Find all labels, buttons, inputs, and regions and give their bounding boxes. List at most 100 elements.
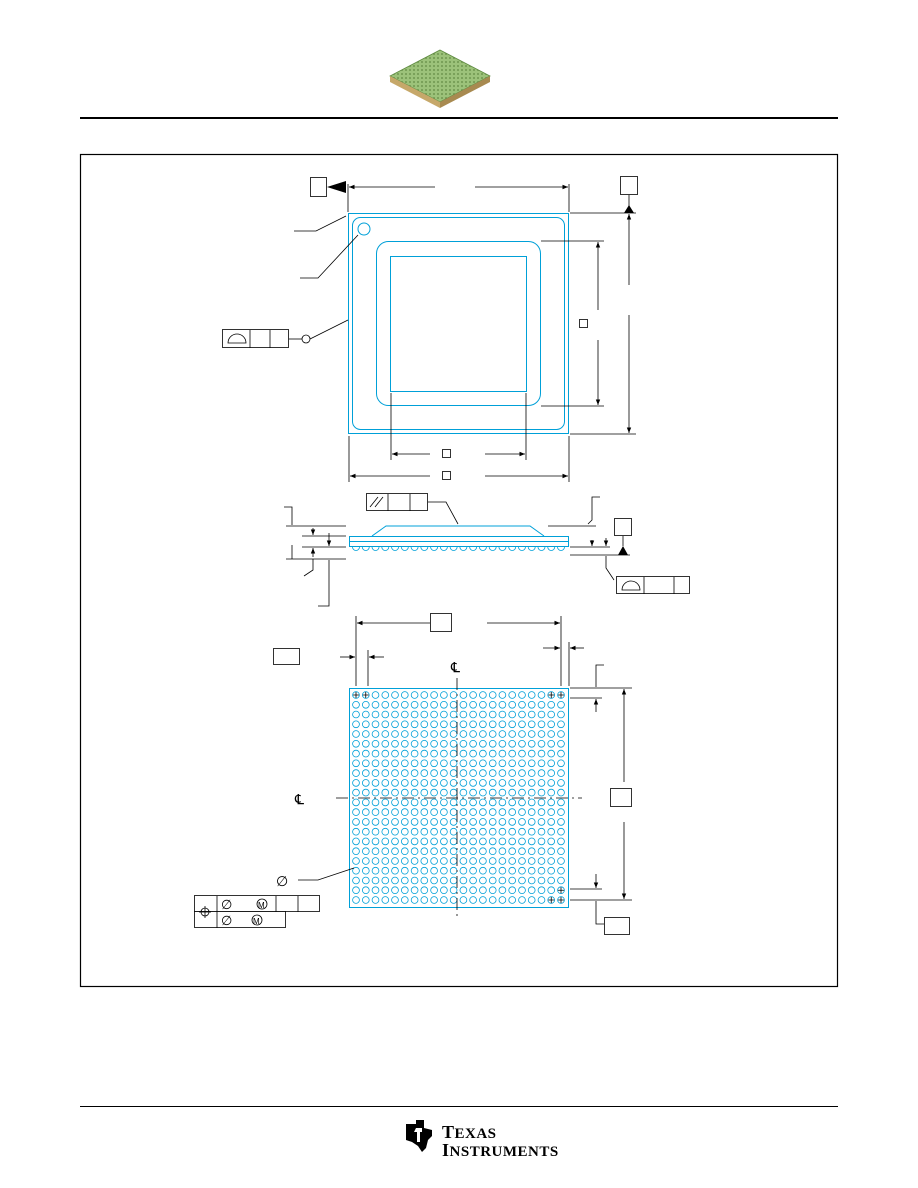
solder-ball bbox=[498, 837, 507, 846]
solder-ball bbox=[449, 866, 458, 875]
solder-ball bbox=[459, 808, 468, 816]
solder-ball bbox=[410, 827, 419, 836]
solder-ball bbox=[459, 886, 468, 894]
solder-ball bbox=[547, 857, 555, 865]
bottom-view bbox=[336, 678, 582, 918]
solder-ball bbox=[518, 759, 526, 768]
solder-ball bbox=[527, 730, 536, 738]
solder-ball bbox=[410, 739, 419, 748]
solder-ball bbox=[469, 886, 477, 894]
drawing-frame bbox=[79, 153, 839, 988]
solder-ball bbox=[352, 837, 360, 846]
solder-ball bbox=[518, 866, 526, 875]
ball-grid bbox=[352, 691, 565, 904]
solder-ball bbox=[557, 847, 565, 855]
solder-ball bbox=[459, 788, 468, 797]
ball-cross-mark bbox=[558, 897, 564, 903]
solder-ball bbox=[371, 730, 380, 738]
solder-ball bbox=[410, 788, 419, 797]
solder-ball bbox=[557, 739, 565, 748]
solder-ball bbox=[430, 866, 438, 875]
solder-ball bbox=[410, 857, 419, 865]
solder-ball bbox=[449, 730, 458, 738]
solder-ball bbox=[361, 827, 370, 836]
solder-ball bbox=[391, 730, 399, 738]
solder-ball bbox=[361, 739, 370, 748]
solder-ball bbox=[527, 720, 536, 729]
solder-ball bbox=[400, 769, 409, 777]
solder-ball bbox=[430, 837, 438, 846]
ball-cross-mark bbox=[548, 692, 555, 698]
solder-ball bbox=[440, 710, 448, 719]
brand-name-line1: Texas bbox=[442, 1122, 497, 1142]
solder-ball bbox=[557, 798, 565, 807]
solder-ball bbox=[557, 818, 565, 826]
solder-ball bbox=[479, 700, 487, 709]
solder-ball bbox=[488, 739, 497, 748]
solder-ball bbox=[381, 769, 390, 777]
solder-ball bbox=[440, 759, 448, 768]
diameter-symbol-frame-2: ∅ bbox=[221, 913, 232, 928]
solder-ball bbox=[459, 857, 468, 865]
solder-ball bbox=[547, 779, 555, 787]
solder-ball bbox=[488, 700, 497, 709]
solder-ball bbox=[527, 886, 536, 894]
solder-ball bbox=[420, 779, 429, 787]
ball-cross-mark bbox=[558, 692, 564, 698]
solder-ball bbox=[557, 808, 565, 816]
solder-ball bbox=[361, 730, 370, 738]
solder-ball bbox=[479, 866, 487, 875]
solder-ball bbox=[459, 700, 468, 709]
solder-ball bbox=[557, 779, 565, 787]
solder-ball bbox=[420, 876, 429, 885]
solder-ball bbox=[420, 720, 429, 729]
solder-ball bbox=[527, 769, 536, 777]
solder-ball bbox=[479, 691, 487, 699]
solder-ball bbox=[508, 857, 517, 865]
solder-ball bbox=[469, 769, 477, 777]
solder-ball bbox=[440, 896, 448, 904]
solder-ball bbox=[440, 700, 448, 709]
solder-ball bbox=[488, 749, 497, 758]
ball-cross-mark bbox=[558, 887, 564, 894]
solder-ball bbox=[518, 818, 526, 826]
solder-ball bbox=[410, 730, 419, 738]
solder-ball bbox=[400, 808, 409, 816]
solder-ball bbox=[557, 886, 565, 894]
solder-ball bbox=[371, 847, 380, 855]
solder-ball bbox=[381, 818, 390, 826]
side-view bbox=[349, 525, 569, 551]
solder-ball bbox=[400, 779, 409, 787]
solder-ball bbox=[449, 749, 458, 758]
solder-ball bbox=[479, 779, 487, 787]
solder-ball bbox=[537, 720, 546, 729]
solder-ball bbox=[508, 720, 517, 729]
solder-ball bbox=[449, 818, 458, 826]
solder-ball bbox=[391, 739, 399, 748]
solder-ball bbox=[352, 788, 360, 797]
solder-ball bbox=[391, 896, 399, 904]
solder-ball bbox=[449, 896, 458, 904]
solder-ball bbox=[498, 857, 507, 865]
solder-ball bbox=[420, 827, 429, 836]
solder-ball bbox=[488, 866, 497, 875]
solder-ball bbox=[410, 720, 419, 729]
solder-ball bbox=[381, 837, 390, 846]
solder-ball bbox=[381, 730, 390, 738]
solder-ball bbox=[391, 866, 399, 875]
solder-ball bbox=[400, 857, 409, 865]
solder-ball bbox=[400, 710, 409, 719]
solder-ball bbox=[518, 827, 526, 836]
mmc-symbol-2: M bbox=[253, 917, 260, 926]
solder-ball bbox=[391, 876, 399, 885]
solder-ball bbox=[440, 730, 448, 738]
centerline-symbol-horizontal: ℄ bbox=[294, 791, 304, 807]
solder-ball bbox=[440, 739, 448, 748]
solder-ball bbox=[352, 886, 360, 894]
solder-ball bbox=[381, 691, 390, 699]
solder-ball bbox=[547, 818, 555, 826]
solder-ball bbox=[352, 818, 360, 826]
solder-ball bbox=[449, 827, 458, 836]
solder-ball bbox=[557, 749, 565, 758]
solder-ball bbox=[430, 730, 438, 738]
